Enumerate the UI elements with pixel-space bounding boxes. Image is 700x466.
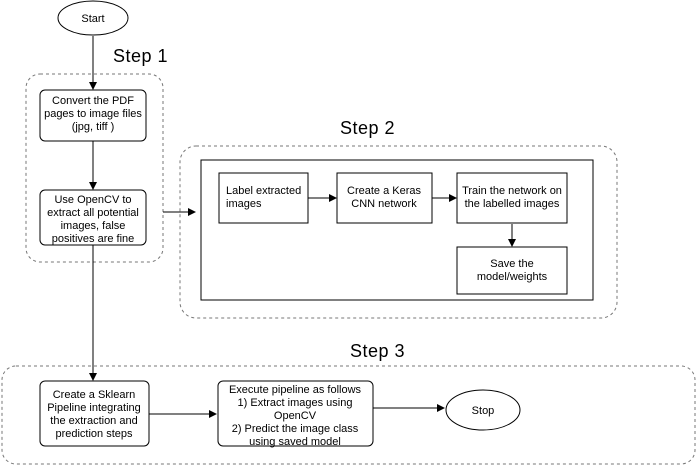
text-line: (jpg, tiff ) (72, 121, 115, 133)
stop-node (445, 389, 521, 431)
text-line: Convert the PDF (52, 95, 134, 107)
text-line: Create a Keras (347, 185, 421, 197)
text-line: Use OpenCV to (54, 194, 131, 206)
text-line: the labelled images (465, 198, 560, 210)
start-label: Start (81, 13, 104, 25)
train-network-box (456, 172, 568, 224)
stop-label: Stop (472, 405, 495, 417)
text-line: OpenCV (274, 410, 317, 422)
text-line: model/weights (477, 271, 548, 283)
step3-container (1, 365, 696, 465)
text-line: extract all potential (47, 207, 139, 219)
text-line: 2) Predict the image class (232, 423, 359, 435)
text-line: Train the network on (462, 185, 562, 197)
text-line: images, false (61, 220, 126, 232)
text-line: the extraction and (50, 415, 137, 427)
step1-title: Step 1 (113, 46, 168, 66)
label-images-box (218, 172, 309, 224)
sklearn-pipeline-box (39, 380, 150, 447)
save-model-box (456, 246, 568, 295)
text-line: using saved model (249, 436, 341, 448)
keras-cnn-box (336, 172, 433, 224)
start-node (57, 0, 129, 36)
step1-container (25, 73, 164, 263)
text-line: Save the (490, 258, 533, 270)
text-line: prediction steps (55, 428, 133, 440)
opencv-extract-box (39, 189, 147, 246)
text-line: pages to image files (44, 108, 142, 120)
text-line: 1) Extract images using (238, 397, 353, 409)
text-line: Label extracted (226, 185, 301, 197)
text-line: Pipeline integrating (47, 402, 141, 414)
text-line: Create a Sklearn (53, 389, 136, 401)
text-line: images (226, 198, 262, 210)
text-line: Execute pipeline as follows (229, 384, 362, 396)
step3-title: Step 3 (350, 341, 405, 361)
step2-inner-frame (200, 159, 594, 301)
text-line: positives are fine (52, 233, 135, 245)
text-line: CNN network (351, 198, 417, 210)
step2-title: Step 2 (340, 118, 395, 138)
step2-container (179, 145, 618, 319)
convert-pdf-box (39, 89, 147, 142)
execute-pipeline-box (217, 380, 374, 447)
